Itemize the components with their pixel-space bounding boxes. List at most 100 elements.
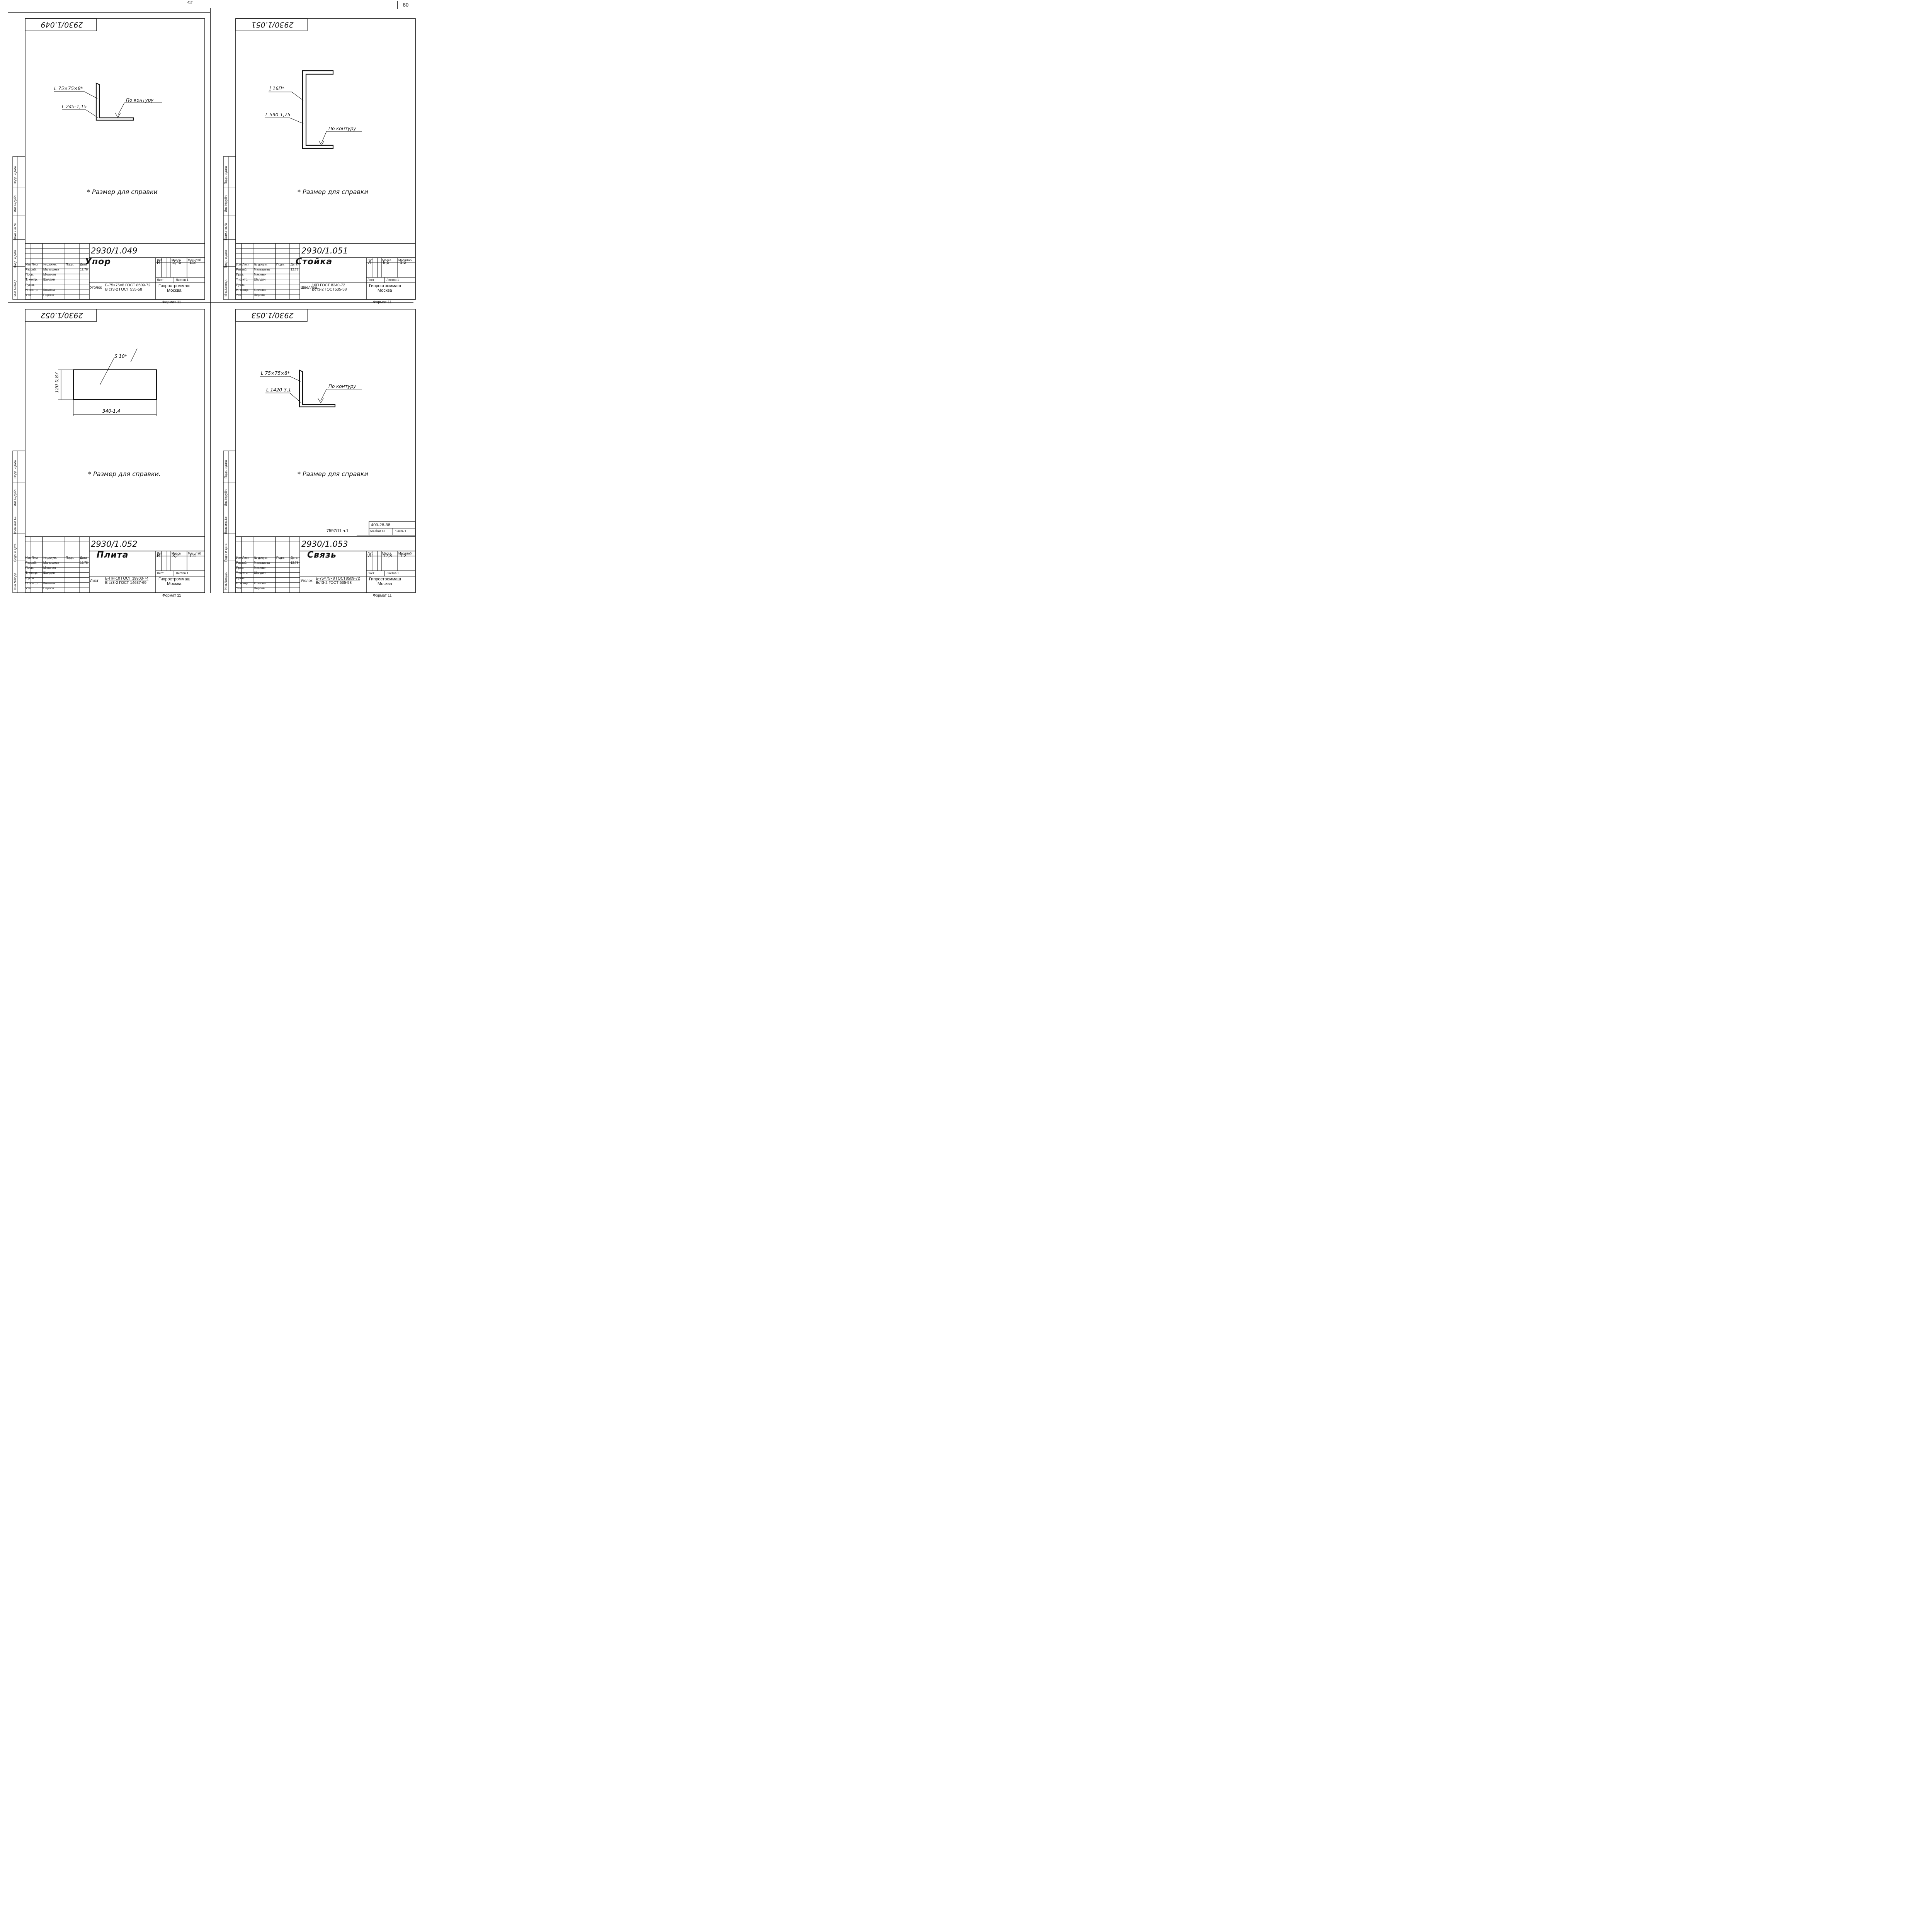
hdr-mass: Масса [172,552,181,555]
hdr-sheets: Листов 1 [386,571,399,575]
name-1: Мякинин [254,273,267,277]
material-line-bottom: В ст3-2 ГОСТ 535-58 [105,287,142,292]
role-3: Руков. [26,576,35,580]
hdr-lit: Лит. [367,552,373,555]
side-stamp-1: Подп. и дата [14,250,17,269]
scale-value: 1:2 [400,553,406,558]
role-4: Н. контр. [26,581,39,585]
role-2: Т. контр. [236,278,248,282]
hdr-scale: Масштаб [188,552,201,555]
hdr-doc-no: № докум. [43,263,57,266]
sheet-frame [223,18,416,300]
role-0: Разраб. [26,268,37,271]
role-2: Т. контр. [236,571,248,575]
organization-city: Москва [378,288,392,293]
role-5: Утв. [236,587,242,590]
mass-value: 12,8 [383,553,392,558]
inventory-number: 7597/11 ч.1 [327,529,349,533]
material-label: Уголок [90,286,102,290]
organization-city: Москва [167,582,182,586]
sheet-divider-vertical [210,8,211,593]
side-stamp-1: Подп. и дата [224,250,228,269]
role-0: Разраб. [236,561,247,565]
reference-note: * Размер для справки. [88,470,161,478]
side-stamp-1: Подп. и дата [224,543,228,562]
mass-value: 8,5 [383,260,389,265]
role-0: Разраб. [236,268,247,271]
mass-value: 2,45 [172,260,182,265]
hdr-scale: Масштаб [398,552,412,555]
role-5: Утв. [236,293,242,297]
drawing-number: 2930/1.051 [301,246,348,255]
name-1: Мякинин [254,566,267,570]
name-5: Перлов [254,293,265,297]
callout-1: L 245-1,15 [62,104,87,109]
role-4: Н. контр. [236,288,249,292]
format-label: Формат 11 [162,594,181,598]
material-line-top: Б-75×75×8 ГОСТ8509-72 [316,577,360,581]
side-stamp-2: Взам.инв.№ [224,516,228,534]
series-code: 409-28-38 [371,523,391,527]
hdr-sheet: Лист [157,278,164,282]
role-3: Руков. [236,576,245,580]
scale-value: 1:2 [400,260,406,265]
hdr-sign: Подп. [66,556,74,560]
material-line-bottom: В ст3-2 ГОСТ 14637-69 [105,581,146,585]
role-4: Н. контр. [236,581,249,585]
material-line-top: 16П ГОСТ 8240-72 [312,283,345,287]
role-1: Пров. [26,273,34,277]
album-label: Альбом XI [370,529,385,533]
sheet-frame [12,309,205,593]
side-stamp-0: Инв.№подл. [224,279,228,296]
code-stamp-upside-down: 2930/1.051 [251,20,294,29]
hdr-sheet: Лист [157,571,164,575]
organization-city: Москва [378,582,392,586]
material-label: Лист [90,579,99,583]
role-3: Руков. [26,283,35,287]
name-2: Шалдин [43,571,55,575]
hdr-izm: Изм [26,263,31,266]
hdr-mass: Масса [172,259,181,262]
hdr-sign: Подп. [276,556,285,560]
hdr-sheets: Листов 1 [386,278,399,282]
hdr-list: Лист [32,263,39,266]
hdr-date: Дата [80,556,87,560]
side-stamp-2: Взам.инв.№ [14,516,17,534]
role-2: Т. контр. [26,278,38,282]
callout-2: 340-1,4 [102,408,121,414]
hdr-date: Дата [291,263,298,266]
callout-2: По контуру [328,384,356,389]
material-line-top: Б-75×75×8 ГОСТ 8509-72 [105,283,151,287]
lit-value: И [367,260,371,265]
part-title: Стойка [296,257,333,267]
role-4: Н. контр. [26,288,39,292]
part-title: Связь [307,550,337,560]
callout-0: L 75×75×8* [54,86,83,91]
sheet-frame [223,309,416,593]
role-5: Утв. [26,293,32,297]
name-5: Перлов [254,587,265,590]
date-value: 12.78 [291,268,299,271]
hdr-list: Лист [242,263,249,266]
date-value: 12.78 [291,561,299,565]
page-number: 417 [187,1,193,4]
scale-value: 1:4 [189,553,196,558]
side-stamp-2: Взам.инв.№ [224,223,228,240]
name-1: Мякинин [43,273,56,277]
material-line-bottom: Вст3-2 ГОСТ 535-58 [316,581,352,585]
hdr-list: Лист [242,556,249,560]
organization-name: Гипростроммаш [158,577,190,582]
lit-value: И [367,553,371,558]
name-2: Шалдин [254,571,266,575]
role-2: Т. контр. [26,571,38,575]
side-stamp-4: Подп. и дата [14,460,17,479]
reference-note: * Размер для справки [87,188,158,196]
name-0: Малышева [43,268,60,271]
hdr-sheet: Лист [367,571,374,575]
lit-value: И [157,260,160,265]
organization-city: Москва [167,288,182,293]
code-stamp-upside-down: 2930/1.049 [41,20,83,29]
hdr-sheet: Лист [367,278,374,282]
